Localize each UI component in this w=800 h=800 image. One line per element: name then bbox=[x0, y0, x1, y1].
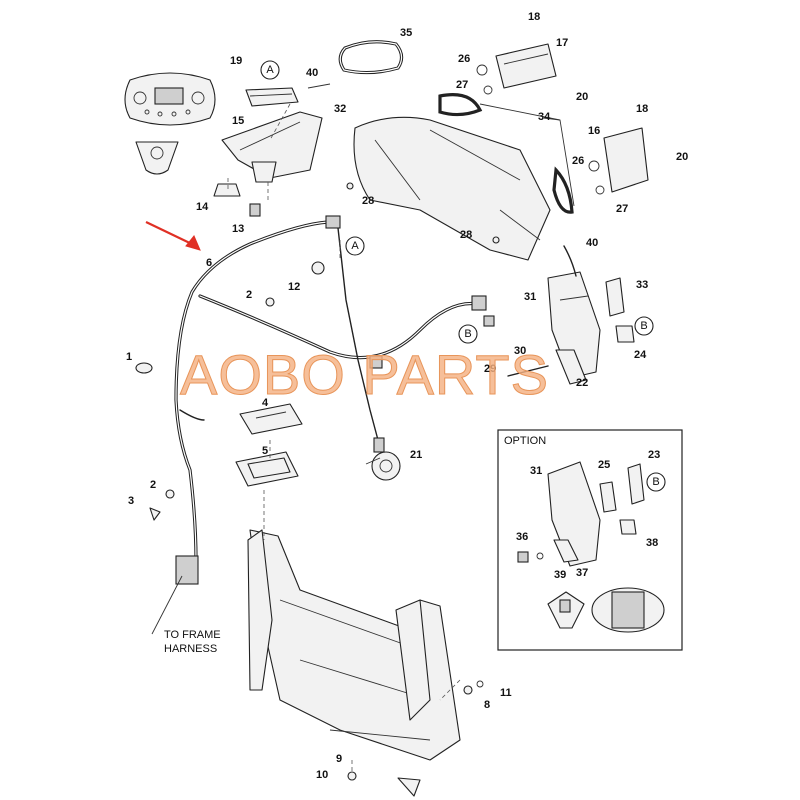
callout-24: 24 bbox=[634, 349, 647, 361]
callout-4: 4 bbox=[262, 397, 269, 409]
switch-block-17 bbox=[476, 43, 557, 95]
circle-label-b-option: B bbox=[646, 472, 666, 492]
circle-label-a-top: A bbox=[260, 60, 280, 80]
callout-13: 13 bbox=[232, 223, 244, 235]
svg-text:B: B bbox=[640, 320, 647, 332]
callout-28a: 28 bbox=[362, 195, 374, 207]
callout-22: 22 bbox=[576, 377, 588, 389]
hardware bbox=[135, 182, 500, 521]
callout-8: 8 bbox=[484, 699, 490, 711]
option-panel: OPTION bbox=[497, 429, 683, 651]
callout-17: 17 bbox=[556, 37, 568, 49]
callout-5: 5 bbox=[262, 445, 268, 457]
svg-text:HARNESS: HARNESS bbox=[164, 643, 217, 655]
callout-3: 3 bbox=[128, 495, 134, 507]
switch-block-16 bbox=[588, 127, 649, 195]
callout-33: 33 bbox=[636, 279, 648, 291]
instrument-cluster bbox=[124, 72, 216, 126]
callout-34: 34 bbox=[538, 111, 551, 123]
horn bbox=[365, 437, 401, 481]
callout-2b: 2 bbox=[150, 479, 156, 491]
cluster-bezel bbox=[135, 141, 179, 175]
callout-20b: 20 bbox=[676, 151, 688, 163]
option-title: OPTION bbox=[504, 435, 546, 447]
callout-31: 31 bbox=[524, 291, 536, 303]
callout-11: 11 bbox=[500, 687, 512, 699]
callout-40b: 40 bbox=[586, 237, 598, 249]
callout-37: 37 bbox=[576, 567, 588, 579]
frame-harness-note: TO FRAME HARNESS bbox=[164, 629, 221, 655]
callout-19: 19 bbox=[230, 55, 242, 67]
callout-27a: 27 bbox=[456, 79, 468, 91]
callout-31b: 31 bbox=[530, 465, 542, 477]
callout-numbers: 1 2 2 3 4 5 6 8 9 10 11 12 13 14 15 16 1… bbox=[126, 11, 688, 781]
callout-21: 21 bbox=[410, 449, 422, 461]
callout-30: 30 bbox=[514, 345, 526, 357]
callout-39: 39 bbox=[554, 569, 566, 581]
callout-25: 25 bbox=[598, 459, 610, 471]
callout-38: 38 bbox=[646, 537, 658, 549]
dash-housing bbox=[213, 83, 331, 217]
callout-6: 6 bbox=[206, 257, 212, 269]
pedal-assembly bbox=[507, 245, 635, 385]
circle-label-b-mid: B bbox=[458, 324, 478, 344]
callout-1: 1 bbox=[126, 351, 132, 363]
callout-15: 15 bbox=[232, 115, 244, 127]
callout-32: 32 bbox=[334, 103, 346, 115]
callout-18b: 18 bbox=[636, 103, 648, 115]
callout-36: 36 bbox=[516, 531, 528, 543]
callout-29: 29 bbox=[484, 363, 496, 375]
gasket-5 bbox=[235, 451, 299, 487]
gasket-4 bbox=[239, 403, 303, 435]
callout-40a: 40 bbox=[306, 67, 318, 79]
callout-26b: 26 bbox=[572, 155, 584, 167]
svg-text:B: B bbox=[652, 476, 659, 488]
callout-20a: 20 bbox=[576, 91, 588, 103]
svg-text:A: A bbox=[266, 64, 274, 76]
callout-2a: 2 bbox=[246, 289, 252, 301]
callout-10: 10 bbox=[316, 769, 328, 781]
callout-9: 9 bbox=[336, 753, 342, 765]
callout-35: 35 bbox=[400, 27, 412, 39]
callout-18a: 18 bbox=[528, 11, 540, 23]
floor-panel bbox=[247, 529, 484, 797]
callout-27b: 27 bbox=[616, 203, 628, 215]
callout-23: 23 bbox=[648, 449, 660, 461]
callout-26a: 26 bbox=[458, 53, 470, 65]
watermark: AOBO PARTS bbox=[180, 343, 549, 406]
callout-14: 14 bbox=[196, 201, 209, 213]
circle-label-b-right: B bbox=[634, 316, 654, 336]
coiled-cable bbox=[338, 40, 404, 75]
main-harness bbox=[174, 215, 495, 585]
pointer-arrow bbox=[145, 221, 201, 251]
circle-label-a-mid: A bbox=[345, 236, 365, 256]
svg-text:TO FRAME: TO FRAME bbox=[164, 629, 221, 641]
svg-text:A: A bbox=[351, 240, 359, 252]
leader-lines bbox=[151, 103, 575, 772]
callout-12: 12 bbox=[288, 281, 300, 293]
svg-text:B: B bbox=[464, 328, 471, 340]
upper-console bbox=[353, 93, 574, 261]
callout-28b: 28 bbox=[460, 229, 472, 241]
callout-16: 16 bbox=[588, 125, 600, 137]
